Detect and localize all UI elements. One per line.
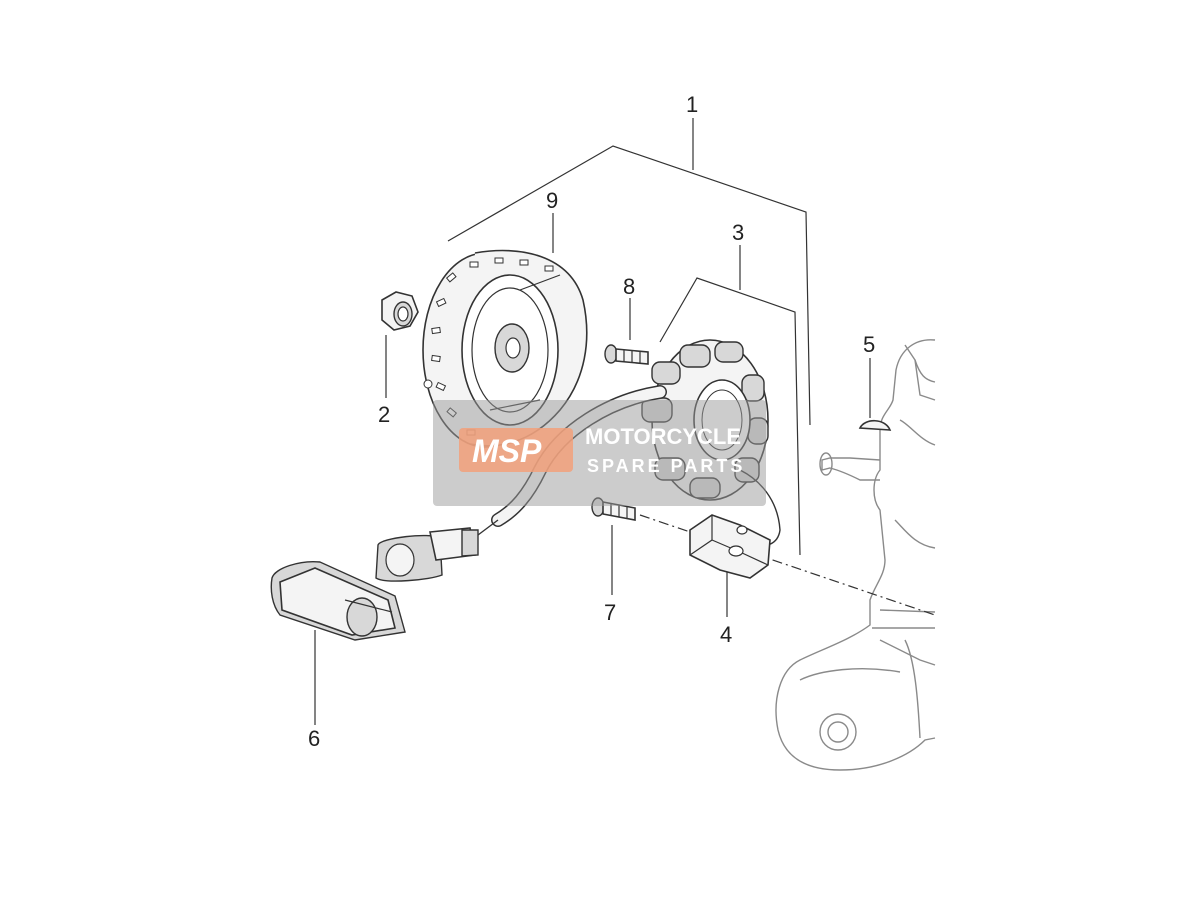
screw-upper <box>604 344 649 365</box>
callout-1: 1 <box>686 92 698 117</box>
engine-case-outline <box>775 339 936 771</box>
callout-6: 6 <box>308 726 320 751</box>
callout-3: 3 <box>732 220 744 245</box>
watermark-line1: MOTORCYCLE <box>585 424 741 449</box>
callout-8: 8 <box>623 274 635 299</box>
flange-nut <box>381 291 419 331</box>
watermark-logo: MSP <box>472 433 542 469</box>
watermark-line2: SPARE PARTS <box>587 456 745 476</box>
callout-2: 2 <box>378 402 390 427</box>
watermark: MSP MOTORCYCLE SPARE PARTS <box>433 400 766 506</box>
callout-numbers: 1 2 3 4 5 6 7 8 9 <box>308 92 875 751</box>
flywheel-rotor <box>422 249 588 448</box>
leader-lines <box>314 213 936 725</box>
woodruff-key <box>858 419 892 431</box>
callout-9: 9 <box>546 188 558 213</box>
callout-5: 5 <box>863 332 875 357</box>
harness-connector <box>375 527 479 582</box>
callout-4: 4 <box>720 622 732 647</box>
group-bracket-1 <box>447 118 811 426</box>
callout-7: 7 <box>604 600 616 625</box>
pickup-sensor <box>689 514 771 579</box>
watermark-logo-box <box>459 428 573 472</box>
group-bracket-3 <box>659 245 801 556</box>
connector-boot <box>270 561 406 641</box>
